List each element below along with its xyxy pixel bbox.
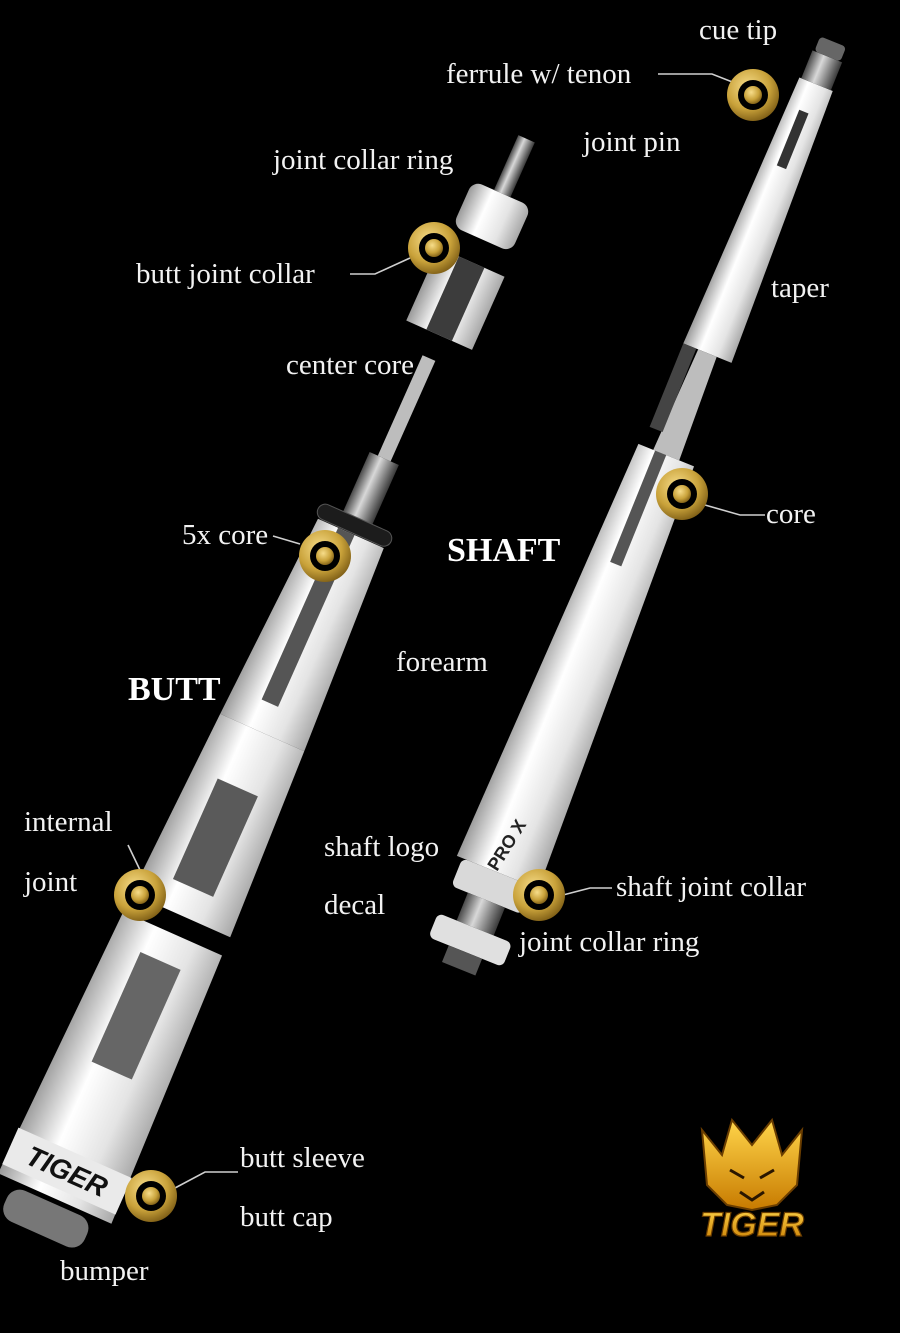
cue-tip-shape [801, 50, 843, 91]
marker-5x-core-icon [299, 530, 351, 582]
label-ferrule: ferrule w/ tenon [446, 58, 632, 90]
label-bumper: bumper [60, 1255, 149, 1287]
butt-joint-collar-cut [426, 256, 485, 341]
shaft-collar-ring-shape [430, 914, 511, 966]
butt-cap-band [2, 1127, 132, 1215]
core-channel [610, 450, 667, 567]
markers [114, 69, 779, 1222]
taper-upper [683, 77, 833, 363]
bumper-shape [3, 1189, 89, 1248]
shaft-assembly [430, 37, 846, 976]
leader-butt-sleeve [174, 1171, 238, 1189]
label-forearm: forearm [396, 646, 488, 678]
label-shaft-joint-collar: shaft joint collar [616, 871, 807, 903]
ferrule-slot [776, 109, 809, 170]
marker-butt-sleeve-icon [125, 1170, 177, 1222]
shaft-lower [456, 443, 695, 889]
shaft-section-title: SHAFT [447, 532, 561, 569]
label-joint-collar-ring-bottom: joint collar ring [519, 926, 700, 958]
leader-butt-joint-collar [350, 257, 411, 275]
shaft-joint-collar-shape [452, 859, 532, 913]
shaft-core-section [653, 349, 717, 461]
marker-internal-joint-icon [114, 869, 166, 921]
label-butt-sleeve: butt sleeve [240, 1142, 365, 1174]
cue-tip-leather [815, 37, 846, 61]
internal-joint-screw [172, 778, 258, 897]
label-internal: internal [24, 806, 113, 838]
marker-shaft-joint-collar-icon [513, 869, 565, 921]
label-shaft-logo: shaft logo [324, 831, 440, 863]
leader-internal-joint [127, 844, 141, 871]
leader-5x-core [272, 535, 301, 545]
leader-lines [127, 73, 765, 1189]
leader-core [704, 504, 765, 516]
leader-ferrule [658, 73, 741, 86]
marker-core-icon [656, 468, 708, 520]
label-decal: decal [324, 889, 386, 921]
sleeve-screw [91, 952, 181, 1080]
label-joint-pin: joint pin [583, 126, 681, 158]
label-butt-joint-collar: butt joint collar [136, 258, 315, 290]
center-core-shape [377, 355, 436, 462]
label-core: core [766, 498, 816, 530]
joint-washer [316, 503, 393, 547]
shaft-joint-thread [456, 892, 505, 936]
joint-pin-shape [493, 135, 535, 198]
marker-ferrule-icon [727, 69, 779, 121]
label-center-core: center core [286, 349, 414, 381]
label-joint: joint [24, 866, 78, 898]
marker-butt-joint-collar-icon [408, 222, 460, 274]
butt-section-title: BUTT [128, 671, 221, 708]
center-core-lower [341, 452, 399, 529]
tiger-logo-text: TIGER [700, 1206, 804, 1244]
leader-shaft-joint-collar [562, 887, 612, 896]
joint-collar-ring-top-shape [455, 183, 529, 250]
label-taper: taper [771, 272, 829, 304]
label-5x-core: 5x core [182, 519, 269, 551]
label-joint-collar-ring-top: joint collar ring [273, 144, 454, 176]
label-cue-tip: cue tip [699, 14, 778, 46]
label-butt-cap: butt cap [240, 1201, 333, 1233]
tiger-head-logo-icon [700, 1117, 804, 1212]
taper-notch [649, 343, 697, 433]
shaft-collar-ring-base [442, 945, 483, 976]
